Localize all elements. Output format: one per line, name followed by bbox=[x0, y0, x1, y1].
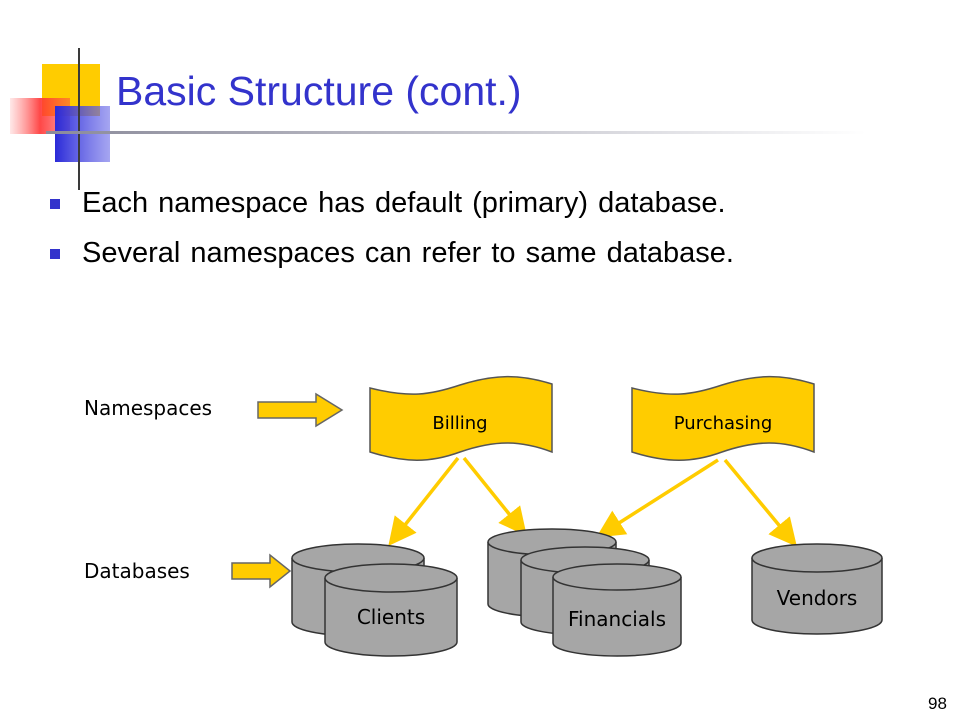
database-financials-label: Financials bbox=[568, 607, 666, 631]
namespace-billing-label: Billing bbox=[432, 413, 487, 434]
bullet-text: Each namespace has default (primary) dat… bbox=[82, 187, 726, 219]
link-purchasing-to-financials bbox=[596, 458, 719, 538]
database-clients-label: Clients bbox=[357, 605, 425, 629]
bullet-list: Each namespace has default (primary) dat… bbox=[50, 187, 734, 287]
bullet-item: Several namespaces can refer to same dat… bbox=[50, 237, 734, 287]
slide-title: Basic Structure (cont.) bbox=[116, 68, 522, 114]
link-billing-to-financials bbox=[462, 456, 527, 536]
databases-row-label: Databases bbox=[84, 559, 190, 583]
database-cylinder bbox=[552, 563, 682, 657]
link-billing-to-clients bbox=[388, 456, 460, 546]
namespace-billing: Billing bbox=[369, 375, 553, 461]
square-bullet-icon bbox=[50, 199, 60, 209]
square-bullet-icon bbox=[50, 249, 60, 259]
page-number: 98 bbox=[928, 694, 947, 713]
bullet-text: Several namespaces can refer to same dat… bbox=[82, 237, 734, 269]
link-purchasing-to-vendors bbox=[723, 458, 797, 547]
namespace-purchasing: Purchasing bbox=[631, 375, 815, 461]
database-cylinder bbox=[324, 563, 458, 657]
namespaces-row-label: Namespaces bbox=[84, 396, 212, 420]
databases-pointer-arrow bbox=[231, 553, 292, 589]
namespace-purchasing-label: Purchasing bbox=[674, 413, 773, 434]
database-vendors-label: Vendors bbox=[777, 586, 858, 610]
database-vendors: Vendors bbox=[751, 543, 883, 635]
database-financials: Financials bbox=[487, 528, 682, 657]
namespaces-pointer-arrow bbox=[257, 392, 344, 428]
title-underline bbox=[46, 131, 866, 134]
bullet-item: Each namespace has default (primary) dat… bbox=[50, 187, 734, 237]
database-clients: Clients bbox=[291, 543, 458, 657]
